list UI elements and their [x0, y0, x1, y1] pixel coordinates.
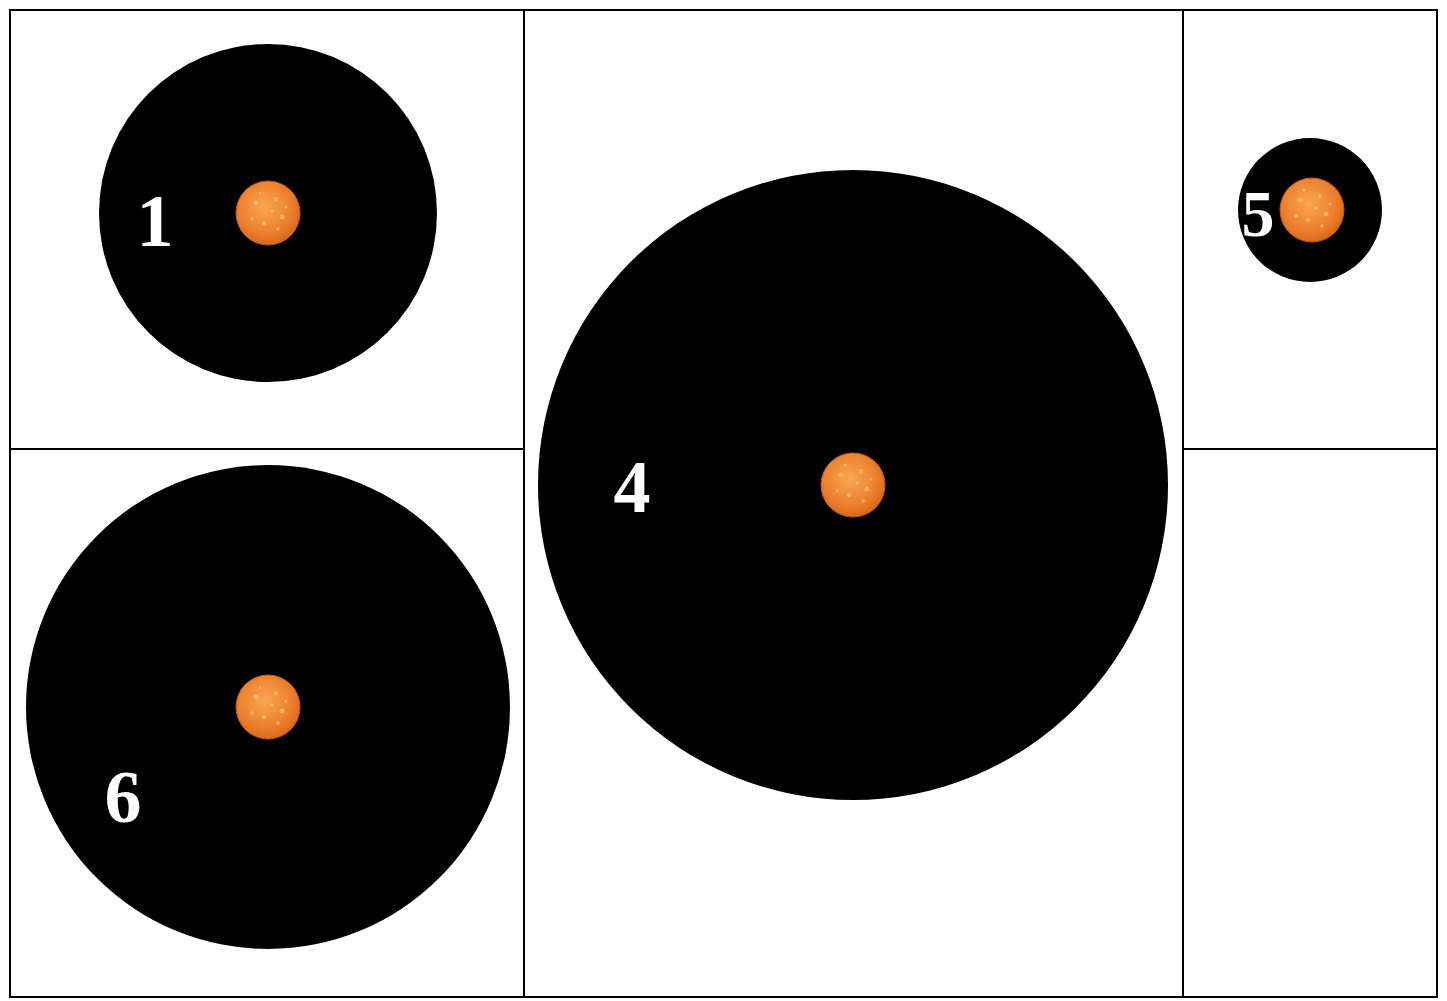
sun-texture [259, 686, 262, 689]
sun-texture [844, 464, 847, 467]
sun-disc [1280, 178, 1344, 242]
sun-texture [1294, 214, 1298, 218]
sun-texture [1314, 206, 1317, 209]
sun-texture [274, 197, 278, 201]
sun-texture [262, 221, 266, 225]
callout-number: 6 [105, 760, 142, 834]
sun-texture [274, 691, 278, 695]
cell-divider [10, 448, 524, 450]
sun-texture [259, 192, 262, 195]
sun-texture [250, 711, 254, 715]
outer-border [10, 10, 1437, 997]
sun-disc [236, 675, 300, 739]
sun-texture [250, 217, 254, 221]
sun-texture [254, 695, 259, 700]
sun-texture [254, 201, 259, 206]
callout-number: 4 [614, 450, 651, 524]
sun-texture [839, 473, 844, 478]
sun-texture [270, 209, 273, 212]
sun-texture [270, 703, 273, 706]
sun-texture [847, 493, 851, 497]
sun-texture [865, 487, 870, 492]
sun-texture [861, 499, 865, 503]
sun-texture [855, 481, 858, 484]
sky-circle: 1 [99, 44, 437, 382]
sun-texture [1320, 224, 1324, 228]
sky-circle: 6 [26, 465, 510, 949]
sun-texture [280, 709, 285, 714]
black-disc [538, 170, 1168, 800]
sun-disc [821, 453, 885, 517]
sun-texture [870, 478, 873, 481]
sun-texture [859, 469, 863, 473]
sun-texture [262, 715, 266, 719]
callout-number: 1 [137, 184, 174, 258]
sun-disc [236, 181, 300, 245]
sun-texture [1324, 212, 1329, 217]
sun-texture [285, 206, 288, 209]
sun-texture [835, 489, 839, 493]
sun-texture [280, 215, 285, 220]
black-disc [1238, 138, 1382, 282]
black-disc [26, 465, 510, 949]
sky-circle: 5 [1238, 138, 1382, 282]
sun-texture [285, 700, 288, 703]
circle-outline [26, 465, 510, 949]
cell-divider [1183, 448, 1437, 450]
callout-number: 5 [1242, 181, 1275, 247]
sun-texture [276, 721, 280, 725]
cell-divider [523, 10, 525, 997]
sun-texture [1303, 189, 1306, 192]
sun-texture [1306, 218, 1310, 222]
sun-texture [276, 227, 280, 231]
black-disc [99, 44, 437, 382]
sky-circle: 4 [538, 170, 1168, 800]
cell-divider [1182, 10, 1184, 997]
sun-texture [1318, 194, 1322, 198]
sun-texture [1329, 203, 1332, 206]
sun-texture [1298, 198, 1303, 203]
